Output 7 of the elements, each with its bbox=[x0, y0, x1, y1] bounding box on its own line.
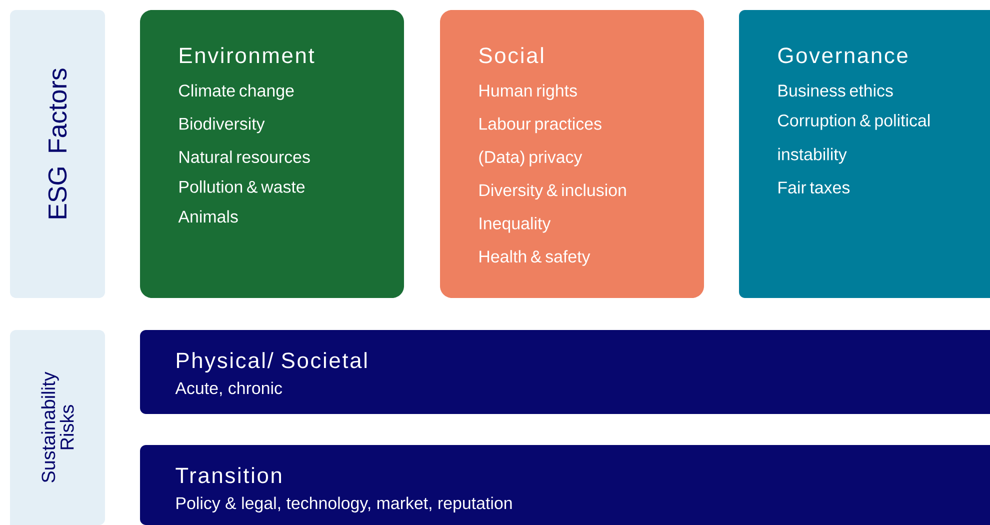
risk-bar: Transition Policy & legal, technology, market, reputation bbox=[140, 445, 990, 525]
risk-bar: Physical/ Societal Acute, chronic bbox=[140, 330, 990, 414]
side-band: Sustainability Risks bbox=[10, 330, 105, 525]
side-band: ESG Factors bbox=[10, 10, 105, 298]
category-card: Social Human rights Labour practices (Data) privacy Diversity & inclusion Inequality Health & safety bbox=[440, 10, 704, 298]
category-card: Environment Climate change Biodiversity Natural resources Pollution & waste Animals bbox=[140, 10, 404, 298]
category-card: Governance Business ethics Corruption & political instability Fair taxes bbox=[739, 10, 990, 298]
